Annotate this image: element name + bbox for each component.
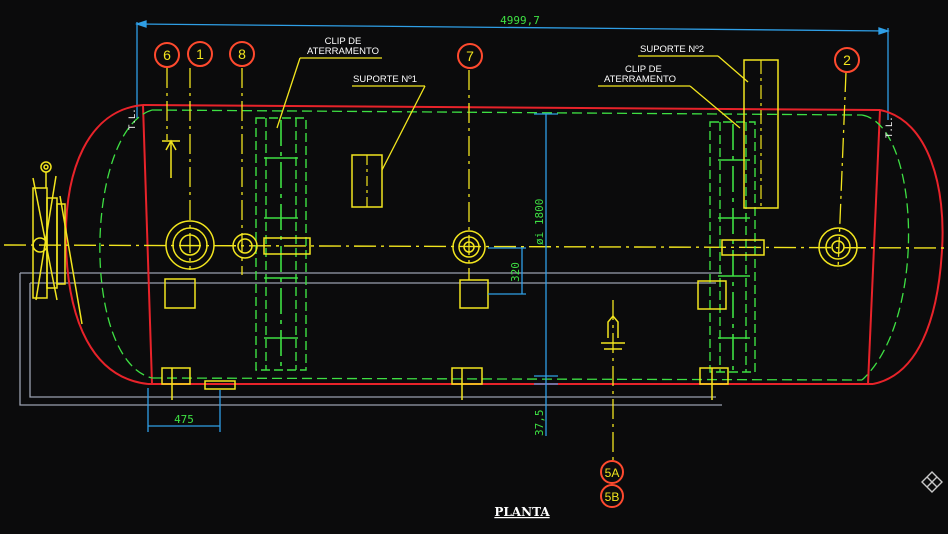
nozzle-7-flange bbox=[452, 230, 486, 264]
nozzle-2-flange bbox=[818, 227, 858, 267]
nozzle-centerlines bbox=[166, 68, 847, 460]
balloon-8-text: 8 bbox=[238, 46, 246, 62]
drawing-title: PLANTA bbox=[494, 505, 550, 519]
tangent-line-right: T.L. bbox=[885, 116, 895, 138]
bottom-offset-text: 475 bbox=[174, 413, 194, 426]
balloon-5a: 5A bbox=[600, 460, 624, 484]
horizontal-centerline bbox=[3, 244, 947, 249]
clip-left-label-1: CLIP DE bbox=[325, 36, 362, 47]
davit-manway bbox=[32, 161, 83, 325]
balloon-1-text: 1 bbox=[196, 46, 204, 62]
clip-right-bracket bbox=[721, 239, 765, 256]
clip-right-label-1: CLIP DE bbox=[625, 64, 662, 75]
bottom-offset-dimension bbox=[147, 388, 221, 432]
balloon-7-text: 7 bbox=[466, 48, 474, 64]
balloon-2-text: 2 bbox=[843, 52, 851, 68]
nozzle-1-flange bbox=[165, 220, 215, 270]
balloon-5a-text: 5A bbox=[605, 466, 620, 480]
suporte-2-label: SUPORTE Nº2 bbox=[640, 44, 704, 55]
tangent-line-left: T.L. bbox=[128, 108, 138, 130]
callout-leaders bbox=[276, 55, 749, 171]
support-left-detail bbox=[264, 120, 298, 368]
lugs bbox=[161, 278, 729, 390]
nozzle-offset-text: 320 bbox=[509, 262, 522, 282]
nozzle-8-flange bbox=[232, 233, 258, 259]
support-right-detail bbox=[718, 124, 750, 370]
lug-legs bbox=[171, 368, 713, 400]
bottom-gap-text: 37,5 bbox=[533, 410, 546, 437]
overall-length-text: 4999,7 bbox=[500, 14, 540, 27]
clip-left-bracket bbox=[263, 237, 311, 255]
balloon-2: 2 bbox=[834, 47, 860, 73]
balloon-6-text: 6 bbox=[163, 47, 171, 63]
clip-right-label-2: ATERRAMENTO bbox=[604, 74, 676, 85]
viewcube-icon[interactable] bbox=[921, 471, 943, 493]
overall-length-dimension bbox=[134, 20, 891, 120]
balloon-7: 7 bbox=[457, 43, 483, 69]
balloon-1: 1 bbox=[187, 41, 213, 67]
nozzle-5-symbol bbox=[601, 314, 625, 350]
diameter-text: øi 1800 bbox=[533, 199, 546, 245]
vessel-shell bbox=[64, 104, 944, 385]
nozzle-6-symbol bbox=[162, 139, 180, 178]
balloon-5b: 5B bbox=[600, 484, 624, 508]
balloon-6: 6 bbox=[154, 42, 180, 68]
balloon-8: 8 bbox=[229, 41, 255, 67]
support-right bbox=[709, 121, 756, 373]
suporte-1-label: SUPORTE Nº1 bbox=[353, 74, 417, 85]
support-left bbox=[255, 117, 307, 371]
skid-outline bbox=[19, 272, 722, 406]
clip-left-label-2: ATERRAMENTO bbox=[307, 46, 379, 57]
diameter-dimension bbox=[488, 113, 558, 436]
balloon-5b-text: 5B bbox=[605, 490, 620, 504]
